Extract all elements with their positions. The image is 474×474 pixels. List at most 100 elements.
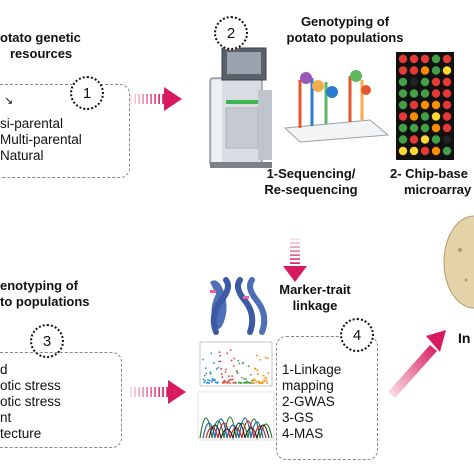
manhattan-point (262, 374, 265, 377)
manhattan-point (216, 381, 219, 384)
microarray-spot (442, 135, 452, 144)
manhattan-point (257, 373, 259, 376)
step2-title-line2: potato populations (286, 30, 404, 45)
step4-item: 4-MAS (282, 426, 324, 441)
sequencing-line1: 1-Sequencing/ (266, 166, 356, 181)
manhattan-point (242, 361, 245, 364)
manhattan-point (225, 368, 228, 371)
manhattan-point (267, 372, 270, 375)
step3-box (0, 352, 122, 448)
manhattan-point (233, 357, 236, 360)
manhattan-point (265, 379, 268, 382)
manhattan-point (243, 378, 246, 380)
microarray-spot (420, 77, 430, 87)
step3-item: d (0, 362, 8, 377)
manhattan-point (253, 382, 256, 384)
manhattan-point (213, 362, 215, 364)
microarray-spot (409, 100, 419, 110)
sequencing-line2: Re-sequencing (264, 182, 358, 197)
step1-item: Multi-parental (0, 132, 82, 147)
microarray-spot (431, 66, 441, 75)
manhattan-point (204, 367, 207, 370)
step1-items: si-parental Multi-parental Natural (0, 116, 82, 164)
step1-number-badge: 1 (70, 76, 104, 110)
manhattan-point (228, 379, 231, 381)
step4-item: 1-Linkage (282, 362, 342, 377)
microarray-spot (398, 146, 408, 156)
manhattan-point (224, 371, 227, 373)
manhattan-point (215, 368, 218, 370)
manhattan-point (245, 378, 247, 380)
manhattan-point (252, 379, 255, 382)
manhattan-point (210, 352, 213, 355)
microarray-spot (409, 135, 419, 144)
step3-title-line1: enotyping of (0, 278, 78, 293)
manhattan-point (209, 372, 212, 375)
microarray-spot (420, 123, 430, 133)
manhattan-point (258, 380, 260, 383)
step3-items: d otic stress otic stress nt tecture (0, 362, 61, 442)
microarray-spot (442, 123, 452, 133)
manhattan-point (210, 380, 213, 383)
step1-number: 1 (82, 84, 92, 102)
microarray-spot (420, 146, 430, 156)
microarray-spot (398, 100, 408, 110)
step4-box (276, 336, 378, 460)
step2-number-badge: 2 (214, 16, 248, 50)
manhattan-point (204, 379, 207, 382)
manhattan-point (214, 379, 217, 382)
step1-title-line1: otato genetic (0, 30, 81, 45)
microarray-spot (431, 77, 441, 87)
microarray-spot (409, 146, 419, 156)
microarray-spot (442, 89, 452, 98)
step2-method-sequencing: 1-Sequencing/ Re-sequencing (236, 166, 386, 198)
step3-item: otic stress (0, 378, 61, 393)
manhattan-point (218, 351, 221, 354)
manhattan-point (251, 382, 254, 384)
microarray-spot (420, 54, 430, 64)
chromatogram-icon (197, 391, 275, 441)
microarray-spot (398, 135, 408, 144)
step1-title-line2: resources (10, 46, 73, 61)
manhattan-point (223, 381, 226, 384)
microarray-spot (409, 112, 419, 121)
microarray-spot (398, 54, 408, 64)
arrow-3-to-4 (128, 380, 186, 404)
manhattan-point (226, 352, 229, 355)
manhattan-point (217, 366, 220, 369)
manhattan-point (247, 365, 250, 368)
manhattan-point (209, 371, 212, 374)
manhattan-point (232, 382, 235, 384)
step4-items: 1-Linkage mapping 2-GWAS 3-GS 4-MAS (282, 362, 341, 442)
manhattan-point (221, 376, 224, 379)
dna-probe-icon (283, 70, 390, 143)
microarray-spot (409, 66, 419, 75)
manhattan-point (256, 354, 258, 357)
manhattan-point (236, 370, 239, 373)
manhattan-point (259, 358, 262, 361)
microarray-spot (398, 89, 408, 98)
manhattan-point (219, 360, 222, 363)
step3-item: tecture (0, 426, 42, 441)
microarray-spot (442, 100, 452, 110)
microarray-spot (398, 66, 408, 75)
arrow-4-to-right (388, 330, 446, 398)
manhattan-point (218, 360, 220, 363)
manhattan-point (202, 358, 204, 361)
step2-title: Genotyping of potato populations (270, 14, 420, 46)
sequencer-icon (209, 47, 272, 168)
manhattan-point (230, 359, 233, 362)
microarray-spot (420, 135, 430, 144)
manhattan-point (266, 382, 269, 384)
manhattan-point (254, 368, 257, 371)
manhattan-point (254, 378, 257, 381)
step1-title: otato genetic resources (0, 30, 81, 62)
microarray-spot (442, 112, 452, 121)
chromosome-icon (210, 277, 268, 335)
chip-line2: microarray (404, 182, 472, 197)
chip-line1: 2- Chip-base (390, 166, 469, 181)
step1-item: si-parental (0, 116, 64, 131)
manhattan-point (238, 362, 241, 365)
manhattan-point (229, 349, 232, 351)
microarray-spot (431, 54, 441, 64)
